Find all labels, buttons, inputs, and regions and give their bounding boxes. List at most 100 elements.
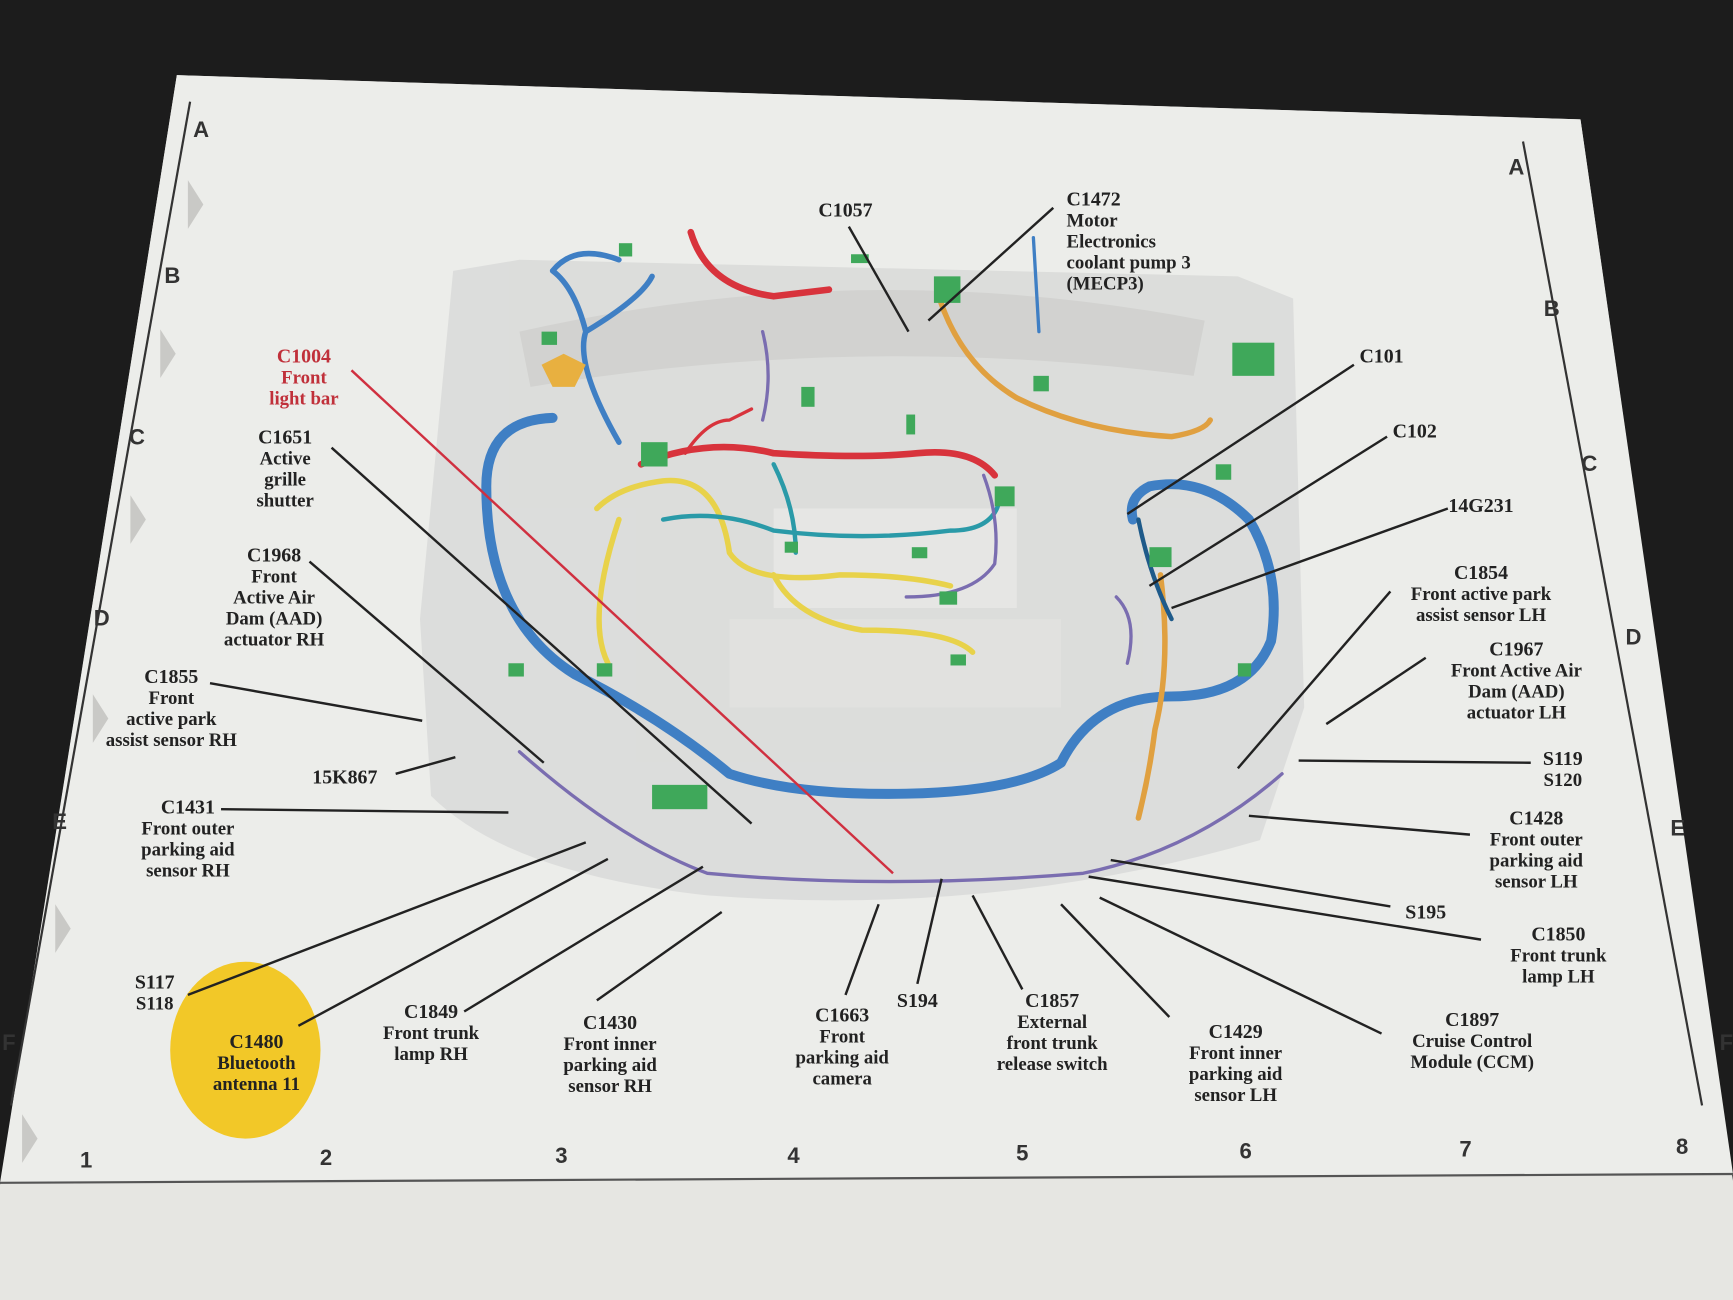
harness-purple — [517, 329, 1284, 884]
callout-15k867: 15K867 — [312, 767, 377, 789]
grid-row-left: A — [193, 117, 209, 142]
leader-lines — [187, 206, 1531, 1035]
leader-line-s194 — [916, 878, 943, 985]
connector-description: Bluetooth — [217, 1053, 296, 1074]
connector-id: C1849 — [404, 1001, 458, 1023]
connector-description: Electronics — [1067, 232, 1156, 253]
harness-blue-main — [481, 412, 1279, 799]
connector-id: C102 — [1393, 421, 1437, 443]
grid-column: 8 — [1676, 1134, 1688, 1159]
grid-row-left: B — [164, 263, 180, 288]
connector-description: Front outer — [1490, 830, 1583, 851]
connector-description: actuator RH — [224, 630, 325, 651]
connector-description: sensor LH — [1194, 1085, 1277, 1106]
leader-line-s195 — [1110, 858, 1391, 908]
leader-line-c1857 — [971, 894, 1024, 990]
grid-column: 5 — [1016, 1141, 1028, 1166]
connector-description: Cruise Control — [1412, 1031, 1532, 1052]
connector-description: Front inner — [564, 1034, 657, 1055]
connector-description: Active — [260, 448, 311, 469]
connector-description: actuator LH — [1467, 703, 1567, 724]
grid-column: 7 — [1459, 1136, 1471, 1161]
connector-description: S120 — [1543, 770, 1582, 791]
connector-description: coolant pump 3 — [1067, 253, 1191, 274]
connector-description: active park — [126, 709, 217, 730]
connector-description: sensor RH — [568, 1076, 652, 1097]
connector-description: parking aid — [141, 840, 235, 861]
leader-line-c1850 — [1088, 875, 1482, 941]
connector-description: shutter — [256, 490, 313, 511]
connector-description: Front outer — [141, 819, 234, 840]
connector-id: C101 — [1359, 346, 1403, 368]
connector-description: Front — [281, 368, 327, 389]
grid-column: 2 — [320, 1145, 332, 1170]
connector-description: Front active park — [1411, 584, 1552, 605]
connector-id: C1854 — [1454, 562, 1508, 584]
grid-column: 6 — [1239, 1139, 1251, 1164]
grid-row-right: D — [1626, 624, 1642, 649]
harness-yellow — [594, 477, 976, 667]
grid-row-left: E — [52, 809, 67, 834]
leader-line-c1854 — [1236, 590, 1392, 770]
connector-id: C1897 — [1445, 1009, 1499, 1031]
callout-s195: S195 — [1405, 902, 1446, 924]
connector-id: S117 — [135, 971, 175, 993]
connector-description: External — [1017, 1012, 1087, 1033]
leader-line-c1968 — [308, 560, 545, 764]
connector-description: Motor — [1067, 211, 1118, 232]
grid-row-left: C — [129, 424, 145, 449]
leader-line-c1429 — [1060, 903, 1171, 1018]
connector-description: S118 — [136, 993, 174, 1014]
grid-tick-triangle — [130, 495, 146, 544]
connector-description: Active Air — [233, 588, 315, 609]
connector-description: lamp LH — [1522, 967, 1595, 988]
connector-id: C1850 — [1531, 924, 1585, 946]
connector-description: lamp RH — [394, 1044, 468, 1065]
connector-description: assist sensor RH — [106, 730, 238, 751]
leader-line-c1430 — [596, 910, 723, 1002]
leader-line-c1849 — [463, 865, 704, 1013]
connector-description: Front Active Air — [1451, 661, 1582, 682]
connector-description: Dam (AAD) — [1468, 682, 1564, 703]
connector-description: light bar — [269, 389, 338, 410]
leader-line-c1967 — [1325, 656, 1427, 726]
grid-column: 4 — [787, 1143, 800, 1168]
connector-description: camera — [812, 1068, 872, 1089]
connector-description: parking aid — [1490, 851, 1584, 872]
connector-id: C1057 — [818, 200, 872, 222]
page-border-bottom — [0, 1172, 1733, 1184]
connector-id: C1968 — [247, 545, 301, 567]
callout-c102: C102 — [1393, 421, 1437, 443]
connector-id: C1857 — [1025, 990, 1079, 1012]
leader-line-c101 — [1126, 363, 1355, 516]
connector-id: C1429 — [1209, 1021, 1263, 1043]
connector-description: (MECP3) — [1067, 274, 1144, 295]
connector-description: Front — [819, 1026, 865, 1047]
connector-id: C1855 — [144, 666, 198, 688]
leader-line-14g231 — [1171, 507, 1449, 610]
connector-description: sensor LH — [1495, 872, 1578, 893]
connector-description: parking aid — [795, 1047, 889, 1068]
connector-id: C1651 — [258, 426, 312, 448]
connector-description: Front inner — [1189, 1043, 1282, 1064]
leader-line-c1855 — [209, 681, 423, 722]
vehicle-outline — [419, 259, 1305, 901]
connector-description: Front trunk — [383, 1023, 480, 1044]
connector-description: Module (CCM) — [1410, 1052, 1534, 1073]
grid-row-left: D — [94, 606, 110, 631]
connector-id: C1431 — [161, 797, 215, 819]
connector-id: C1480 — [229, 1031, 283, 1053]
